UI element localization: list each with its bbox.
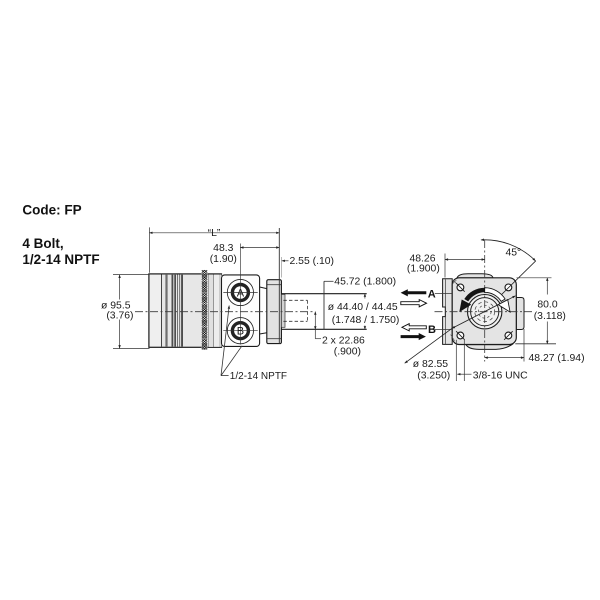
svg-text:2 x 22.86: 2 x 22.86 — [322, 335, 365, 346]
svg-text:(1.90): (1.90) — [210, 254, 237, 265]
svg-text:(.900): (.900) — [334, 346, 361, 357]
svg-text:80.0: 80.0 — [537, 300, 557, 311]
svg-text:3/8-16 UNC: 3/8-16 UNC — [473, 370, 528, 381]
svg-text:(3.76): (3.76) — [106, 310, 133, 321]
svg-text:(1.900): (1.900) — [407, 264, 440, 275]
svg-text:B: B — [237, 326, 244, 338]
svg-text:1/2-14 NPTF: 1/2-14 NPTF — [22, 252, 99, 267]
svg-text:(1.748 / 1.750): (1.748 / 1.750) — [332, 315, 400, 326]
svg-text:“L”: “L” — [208, 228, 221, 239]
svg-text:(3.250): (3.250) — [417, 371, 450, 382]
svg-text:(3.118): (3.118) — [534, 311, 566, 322]
svg-text:ø 95.5: ø 95.5 — [101, 301, 131, 312]
svg-text:45°: 45° — [506, 247, 522, 258]
svg-text:2.55 (.10): 2.55 (.10) — [290, 256, 334, 267]
svg-text:4 Bolt,: 4 Bolt, — [22, 236, 63, 251]
svg-text:48.3: 48.3 — [213, 243, 233, 254]
svg-text:48.26: 48.26 — [409, 254, 435, 265]
svg-text:A: A — [237, 287, 245, 299]
svg-text:Code: FP: Code: FP — [22, 203, 81, 218]
svg-text:ø 82.55: ø 82.55 — [413, 359, 448, 370]
svg-text:1/2-14 NPTF: 1/2-14 NPTF — [230, 371, 287, 382]
svg-text:A: A — [428, 289, 436, 301]
svg-text:ø 44.40 / 44.45: ø 44.40 / 44.45 — [328, 302, 398, 313]
svg-text:45.72 (1.800): 45.72 (1.800) — [334, 276, 396, 287]
svg-text:B: B — [428, 324, 436, 336]
svg-text:48.27 (1.94): 48.27 (1.94) — [529, 353, 585, 364]
